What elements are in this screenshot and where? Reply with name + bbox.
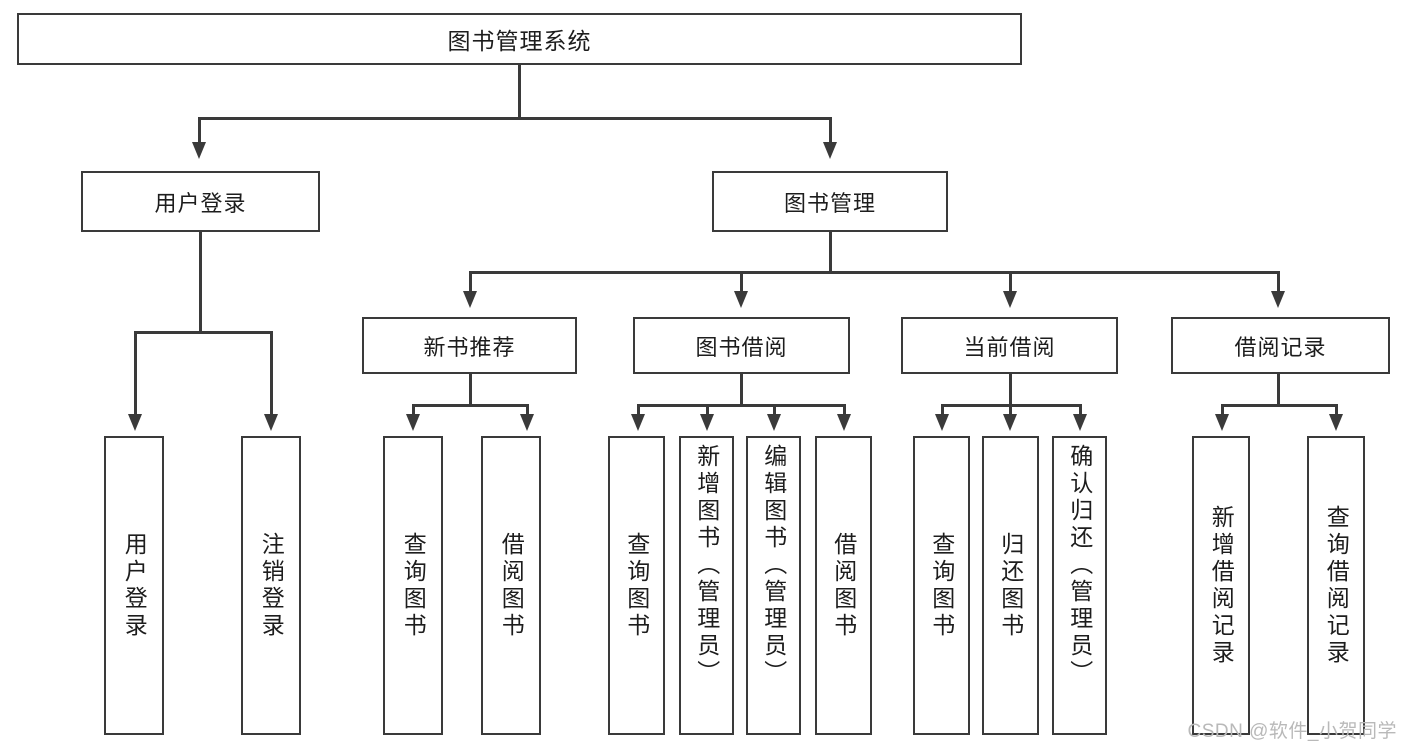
- leaf-query-book-recommend[interactable]: 查询图书: [383, 436, 443, 735]
- connector-user-login-drop-1: [134, 331, 137, 416]
- leaf-borrow-book-recommend[interactable]: 借阅图书: [481, 436, 541, 735]
- leaf-label: 新增图书（管理员）: [693, 444, 720, 687]
- connector-book-borrow-drop-4: [843, 404, 846, 416]
- connector-current-borrow-stem: [1009, 374, 1012, 406]
- leaf-logout[interactable]: 注销登录: [241, 436, 301, 735]
- leaf-return-book[interactable]: 归还图书: [982, 436, 1039, 735]
- connector-book-borrow-stem: [740, 374, 743, 406]
- connector-level3-drop-2: [740, 271, 743, 293]
- arrow-to-book-borrow: [734, 291, 748, 308]
- node-new-book-recommend[interactable]: 新书推荐: [362, 317, 577, 374]
- connector-level3-drop-3: [1009, 271, 1012, 293]
- node-label: 图书管理: [783, 190, 876, 216]
- arrow-to-leaf-confirm-return: [1073, 414, 1087, 431]
- leaf-label: 查询图书: [928, 531, 955, 640]
- leaf-label: 查询图书: [623, 531, 650, 640]
- connector-level3-drop-4: [1277, 271, 1280, 293]
- connector-level3-drop-1: [469, 271, 472, 293]
- arrow-to-leaf-borrow-book-2: [837, 414, 851, 431]
- connector-user-login-drop-2: [270, 331, 273, 416]
- arrow-to-leaf-edit-book: [767, 414, 781, 431]
- leaf-query-book-borrow[interactable]: 查询图书: [608, 436, 665, 735]
- leaf-label: 用户登录: [121, 531, 148, 640]
- leaf-borrow-book[interactable]: 借阅图书: [815, 436, 872, 735]
- connector-level2-drop-1: [198, 117, 201, 144]
- arrow-to-borrow-record: [1271, 291, 1285, 308]
- connector-new-book-stem: [469, 374, 472, 406]
- arrow-to-leaf-query-book-3: [935, 414, 949, 431]
- arrow-to-user-login: [192, 142, 206, 159]
- connector-current-borrow-drop-2: [1009, 404, 1012, 416]
- connector-current-borrow-drop-3: [1079, 404, 1082, 416]
- node-user-login[interactable]: 用户登录: [81, 171, 320, 232]
- arrow-to-leaf-query-record: [1329, 414, 1343, 431]
- connector-book-borrow-drop-3: [773, 404, 776, 416]
- connector-borrow-record-drop-1: [1221, 404, 1224, 416]
- leaf-label: 查询图书: [400, 531, 427, 640]
- connector-new-book-drop-2: [526, 404, 529, 416]
- arrow-to-leaf-add-record: [1215, 414, 1229, 431]
- leaf-query-borrow-record[interactable]: 查询借阅记录: [1307, 436, 1365, 735]
- connector-book-borrow-bus: [637, 404, 845, 407]
- node-label: 用户登录: [154, 190, 247, 216]
- connector-level2-bus: [198, 117, 831, 120]
- connector-level2-drop-2: [829, 117, 832, 144]
- leaf-label: 借阅图书: [830, 531, 857, 640]
- arrow-to-book-management: [823, 142, 837, 159]
- arrow-to-current-borrow: [1003, 291, 1017, 308]
- node-label: 图书管理系统: [447, 28, 592, 54]
- connector-book-management-stem: [829, 232, 832, 274]
- connector-borrow-record-stem: [1277, 374, 1280, 406]
- leaf-label: 查询借阅记录: [1323, 504, 1350, 667]
- leaf-confirm-return[interactable]: 确认归还（管理员）: [1052, 436, 1107, 735]
- connector-new-book-bus: [412, 404, 528, 407]
- connector-book-borrow-drop-2: [706, 404, 709, 416]
- node-label: 借阅记录: [1234, 334, 1327, 360]
- leaf-label: 归还图书: [997, 531, 1024, 640]
- arrow-to-new-book-recommend: [463, 291, 477, 308]
- arrow-to-leaf-user-login: [128, 414, 142, 431]
- node-label: 图书借阅: [695, 334, 788, 360]
- node-label: 新书推荐: [423, 334, 516, 360]
- arrow-to-leaf-query-book-2: [631, 414, 645, 431]
- leaf-label: 确认归还（管理员）: [1066, 444, 1093, 687]
- node-book-management[interactable]: 图书管理: [712, 171, 948, 232]
- connector-user-login-stem: [199, 232, 202, 333]
- node-root-book-management-system[interactable]: 图书管理系统: [17, 13, 1022, 65]
- connector-level3-bus: [469, 271, 1279, 274]
- arrow-to-leaf-borrow-book-1: [520, 414, 534, 431]
- leaf-label: 编辑图书（管理员）: [760, 444, 787, 687]
- leaf-label: 注销登录: [258, 531, 285, 640]
- connector-new-book-drop-1: [412, 404, 415, 416]
- connector-borrow-record-bus: [1221, 404, 1337, 407]
- connector-root-stem: [518, 65, 521, 119]
- connector-user-login-bus: [134, 331, 272, 334]
- node-label: 当前借阅: [963, 334, 1056, 360]
- leaf-add-borrow-record[interactable]: 新增借阅记录: [1192, 436, 1250, 735]
- arrow-to-leaf-add-book: [700, 414, 714, 431]
- connector-borrow-record-drop-2: [1335, 404, 1338, 416]
- leaf-query-book-current[interactable]: 查询图书: [913, 436, 970, 735]
- leaf-label: 借阅图书: [498, 531, 525, 640]
- arrow-to-leaf-query-book-1: [406, 414, 420, 431]
- leaf-user-login[interactable]: 用户登录: [104, 436, 164, 735]
- arrow-to-leaf-return-book: [1003, 414, 1017, 431]
- connector-book-borrow-drop-1: [637, 404, 640, 416]
- connector-current-borrow-drop-1: [941, 404, 944, 416]
- leaf-edit-book[interactable]: 编辑图书（管理员）: [746, 436, 801, 735]
- leaf-add-book[interactable]: 新增图书（管理员）: [679, 436, 734, 735]
- node-borrow-record[interactable]: 借阅记录: [1171, 317, 1390, 374]
- node-book-borrow[interactable]: 图书借阅: [633, 317, 850, 374]
- node-current-borrow[interactable]: 当前借阅: [901, 317, 1118, 374]
- arrow-to-leaf-logout: [264, 414, 278, 431]
- leaf-label: 新增借阅记录: [1208, 504, 1235, 667]
